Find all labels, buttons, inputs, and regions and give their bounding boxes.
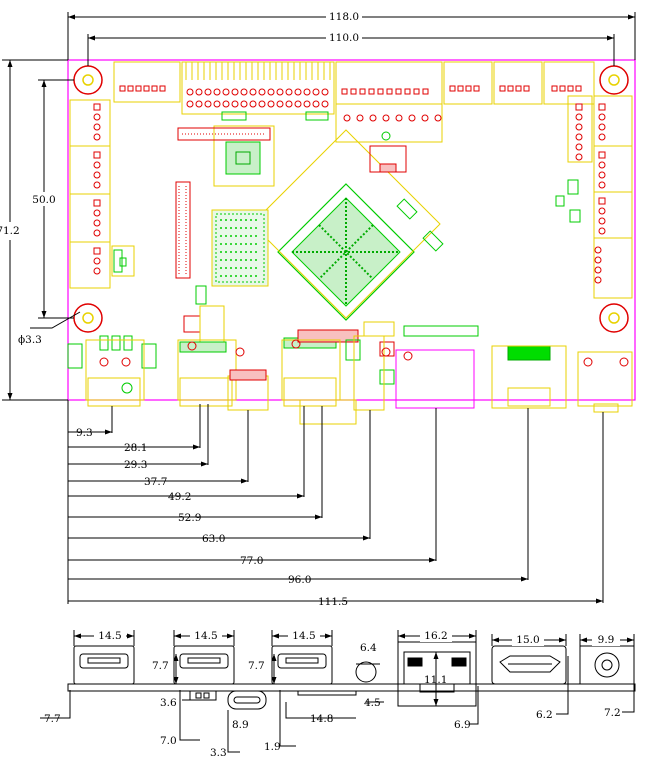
misc-label-148: 14.8: [310, 713, 333, 725]
usb2-width-label: 14.5: [194, 630, 217, 642]
usb-c-port: [227, 690, 267, 710]
audio-height-label: 6.4: [360, 642, 377, 654]
misc-label-36: 3.6: [160, 697, 177, 709]
board-side-view: [67, 641, 636, 710]
left-connector-pins: [93, 103, 101, 275]
rj45-width-label: 16.2: [424, 630, 447, 642]
offset-label-6: 52.9: [178, 512, 201, 524]
misc-components: [67, 131, 581, 394]
offset-label-5: 49.2: [168, 491, 191, 503]
hdmi-height-label: 6.2: [536, 709, 553, 721]
offset-label-9: 96.0: [288, 574, 311, 586]
offset-label-7: 63.0: [202, 533, 225, 545]
header-pins: [119, 85, 582, 122]
offset-label-2: 28.1: [124, 442, 147, 454]
offset-label-10: 111.5: [318, 596, 348, 608]
soc-chip: [251, 129, 441, 321]
left-connectors: [69, 99, 135, 289]
overall-width-label: 118.0: [329, 11, 359, 23]
right-connector-pins: [575, 103, 606, 284]
usb1-width-label: 14.5: [98, 630, 121, 642]
usb-port-2: [173, 645, 235, 685]
usb2-height-label: 7.7: [152, 660, 169, 672]
offset-label-8: 77.0: [240, 555, 263, 567]
usb3-width-label: 14.5: [292, 630, 315, 642]
dc-width-label: 9.9: [598, 634, 615, 646]
misc-label-45: 4.5: [364, 697, 381, 709]
right-connectors: [567, 95, 633, 299]
offset-label-1: 9.3: [76, 427, 93, 439]
misc-label-70: 7.0: [160, 735, 177, 747]
misc-label-89: 8.9: [232, 719, 249, 731]
usb-port-1: [73, 645, 135, 685]
header-ticks: [185, 62, 331, 80]
board-top-view: [67, 59, 636, 425]
hdmi-width-label: 15.0: [516, 634, 539, 646]
side-dimensions: [40, 630, 635, 753]
top-dimension-labels: 118.0 110.0 71.2 50.0 ϕ3.3 9.3 28.1 29.3…: [0, 9, 362, 608]
hole-vertical-label: 50.0: [32, 194, 55, 206]
memory-chips: [175, 111, 329, 287]
pcb-edge: [67, 683, 636, 692]
offset-label-3: 29.3: [124, 459, 147, 471]
audio-jack: [355, 661, 377, 683]
rj45-height-label: 11.1: [424, 674, 447, 686]
side-dimension-labels: 14.5 14.5 14.5 16.2 15.0 9.9 7.7 7.7 7.7…: [44, 629, 621, 759]
hdmi-port: [491, 645, 567, 685]
usb-port-3: [271, 645, 333, 685]
overall-height-label: 71.2: [0, 225, 20, 237]
hole-spacing-label: 110.0: [329, 32, 359, 44]
usb3-height-label: 7.7: [248, 660, 265, 672]
misc-label-19: 1.9: [264, 741, 281, 753]
usb1-bottom-label: 7.7: [44, 713, 61, 725]
dc-jack: [579, 645, 635, 685]
offset-dimensions: [67, 400, 604, 604]
rj45-offset-label: 6.9: [454, 719, 471, 731]
misc-label-33: 3.3: [210, 747, 227, 759]
offset-label-4: 37.7: [144, 476, 167, 488]
top-headers: [113, 61, 595, 143]
dc-height-label: 7.2: [604, 707, 621, 719]
hole-diameter-label: ϕ3.3: [18, 334, 42, 346]
bottom-connector-marks: [99, 339, 629, 381]
